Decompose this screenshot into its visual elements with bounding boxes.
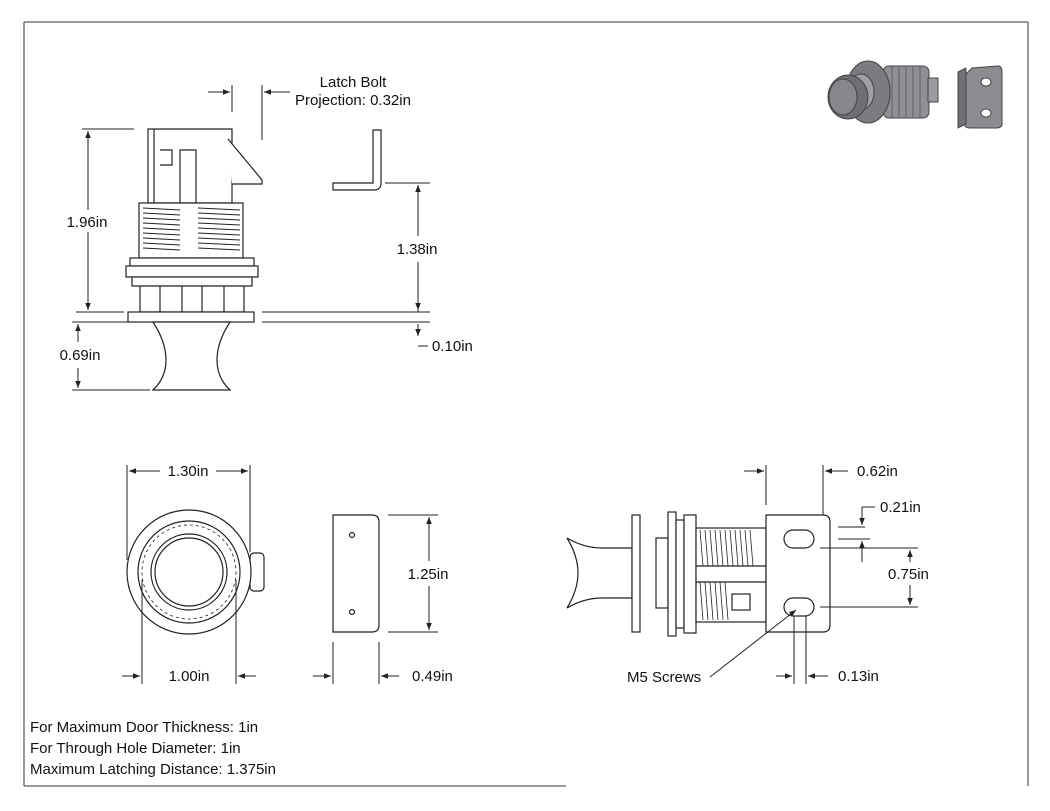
notes: For Maximum Door Thickness: 1in For Thro… [30, 717, 276, 780]
flange-diameter-label: 1.30in [168, 463, 209, 480]
knob-diameter-label: 1.00in [169, 668, 210, 685]
dimension-lines-front [122, 465, 438, 684]
knob-height-label: 0.69in [60, 347, 101, 364]
latch-side-view [125, 128, 263, 391]
assembly-threads [699, 529, 754, 621]
dimension-labels-side: Latch Bolt Projection: 0.32in 1.96in 1.3… [60, 74, 473, 364]
slot-width-label: 0.13in [838, 668, 879, 685]
strike-depth-label: 0.49in [412, 668, 453, 685]
screws-label: M5 Screws [627, 669, 701, 686]
dimension-lines-assembly [709, 465, 918, 684]
flange-thickness-label: 0.10in [432, 338, 473, 355]
latch-bolt-label-2: Projection: 0.32in [295, 92, 411, 109]
dimension-labels-assembly: 0.62in 0.21in 0.75in 0.13in M5 Screws [627, 463, 929, 686]
product-render [827, 60, 1003, 129]
latch-front-view [126, 509, 265, 635]
drawing-frame [23, 21, 1029, 787]
strike-plate-front-view [332, 514, 380, 633]
dimension-labels-front: 1.30in 1.00in 1.25in 0.49in [168, 463, 453, 685]
slot-offset-label: 0.21in [880, 499, 921, 516]
strike-length-label: 1.25in [408, 566, 449, 583]
strike-height-label: 1.38in [397, 241, 438, 258]
note-latching-distance: Maximum Latching Distance: 1.375in [30, 761, 276, 778]
strike-plate-side-view [332, 129, 382, 191]
dimension-lines-side [72, 85, 430, 391]
overall-height-label: 1.96in [67, 214, 108, 231]
slot-spacing-label: 0.75in [888, 566, 929, 583]
note-through-hole: For Through Hole Diameter: 1in [30, 740, 241, 757]
latch-bolt-label-1: Latch Bolt [320, 74, 388, 91]
latch-assembly-view [566, 511, 831, 637]
thread-lines [142, 207, 241, 251]
strike-width-label: 0.62in [857, 463, 898, 480]
note-door-thickness: For Maximum Door Thickness: 1in [30, 719, 259, 736]
